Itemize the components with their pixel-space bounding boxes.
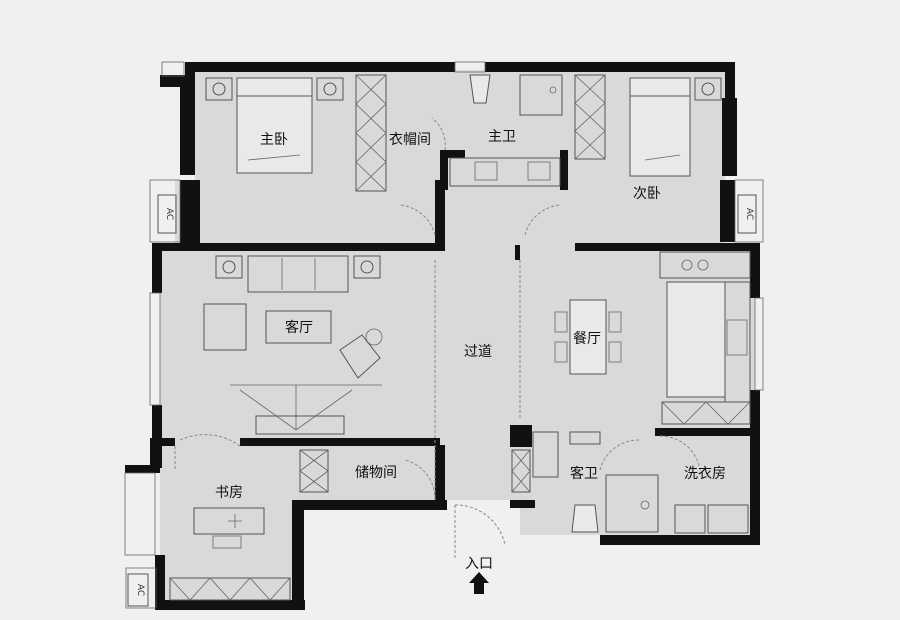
- room-laundry: 洗衣房: [684, 466, 726, 482]
- storage-shelves: [299, 449, 531, 493]
- windows: [124, 61, 764, 609]
- ac-units: AC AC AC: [127, 194, 757, 607]
- ac-bottom-left-label: AC: [135, 584, 145, 596]
- room-labels: 主卧 衣帽间 主卫 次卧 客厅 过道 餐厅 书房 储物间 客卫 洗衣房: [215, 129, 726, 501]
- room-walk-in-closet: 衣帽间: [389, 132, 431, 148]
- room-dining: 餐厅: [573, 331, 601, 347]
- room-guest-bath: 客卫: [570, 465, 598, 482]
- room-storage: 储物间: [355, 465, 397, 481]
- room-master-bath: 主卫: [488, 129, 516, 145]
- room-second-bedroom: 次卧: [633, 186, 661, 202]
- dining-table: [554, 299, 622, 375]
- closet-wardrobe: [355, 74, 387, 192]
- ac-left-label: AC: [164, 208, 174, 220]
- master-bed: [205, 77, 344, 174]
- second-bed: [629, 77, 722, 177]
- entrance-label: 入口: [465, 556, 493, 572]
- ac-right-label: AC: [744, 208, 754, 220]
- guest-bath-fixtures: [532, 431, 749, 534]
- room-study: 书房: [215, 485, 243, 501]
- study-furniture: [169, 507, 291, 601]
- room-corridor: 过道: [464, 344, 492, 360]
- master-bath-fixtures: [449, 74, 606, 187]
- kitchen-counter: [659, 251, 751, 425]
- room-living: 客厅: [285, 319, 313, 336]
- room-master-bedroom: 主卧: [260, 132, 288, 148]
- arrow-up-icon: [469, 572, 489, 594]
- doors: [174, 117, 701, 560]
- walls: [125, 62, 760, 610]
- living-furniture: [203, 255, 383, 435]
- entrance: 入口: [465, 556, 493, 594]
